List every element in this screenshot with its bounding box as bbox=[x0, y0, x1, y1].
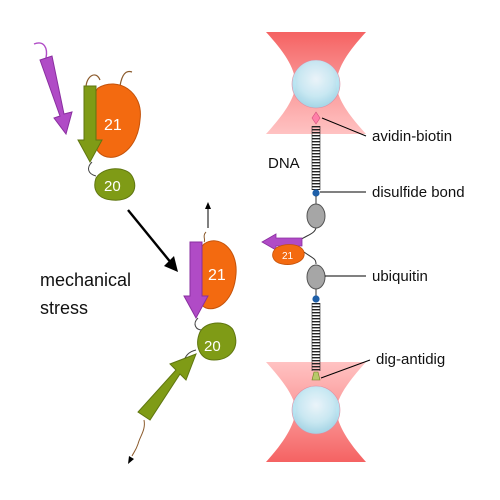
annotations: DNA avidin-biotin disulfide bond ubiquit… bbox=[268, 117, 465, 379]
pull-arrow-up-head bbox=[205, 202, 211, 209]
domain-20-mid bbox=[197, 322, 237, 361]
avidin-biotin-link bbox=[311, 111, 321, 125]
bead-top bbox=[291, 59, 341, 109]
ubiquitin-upper bbox=[306, 203, 326, 229]
tether-construct: 21 bbox=[261, 111, 326, 381]
label-dig-antidig: dig-antidig bbox=[376, 351, 445, 368]
label-mechanical: mechanical bbox=[40, 270, 131, 290]
optical-trap-bottom bbox=[266, 362, 366, 462]
domain-20-top-label: 20 bbox=[104, 178, 121, 195]
domain-20-top bbox=[94, 168, 136, 201]
purple-tail bbox=[33, 42, 48, 59]
pull-arrow-down-head bbox=[128, 456, 134, 464]
dna-handle-upper bbox=[312, 126, 320, 190]
domain-21-small bbox=[272, 244, 305, 265]
linker-mid bbox=[194, 317, 203, 331]
ubiquitin-lower bbox=[306, 264, 326, 290]
label-disulfide-bond: disulfide bond bbox=[372, 184, 465, 201]
top-loop-left bbox=[85, 74, 101, 89]
leader-avidin-biotin bbox=[321, 117, 367, 137]
disulfide-dot-lower bbox=[312, 295, 320, 303]
domain-21-mid-label: 21 bbox=[208, 267, 226, 284]
transition-arrow bbox=[127, 209, 178, 272]
label-dna: DNA bbox=[268, 155, 300, 172]
bottom-tether bbox=[131, 419, 145, 457]
top-tether bbox=[203, 231, 207, 243]
leader-dig-antidig bbox=[320, 359, 371, 379]
label-avidin-biotin: avidin-biotin bbox=[372, 128, 452, 145]
domain-21-small-label: 21 bbox=[282, 251, 294, 262]
domain-21-top-label: 21 bbox=[104, 117, 122, 134]
label-stress: stress bbox=[40, 298, 88, 318]
domain-20-mid-label: 20 bbox=[204, 338, 221, 355]
dig-antidig-link bbox=[311, 371, 321, 381]
purple-strand-arrow-top bbox=[39, 55, 73, 136]
bead-bottom bbox=[291, 385, 341, 435]
label-ubiquitin: ubiquitin bbox=[372, 268, 428, 285]
protein-small-link-right bbox=[303, 251, 317, 265]
top-conformation: 21 20 bbox=[33, 42, 141, 201]
disulfide-dot-upper bbox=[312, 189, 320, 197]
linker-top bbox=[88, 161, 97, 177]
dna-handle-lower bbox=[312, 303, 320, 371]
purple-strand-arrow-mid bbox=[183, 241, 209, 320]
top-loop-right bbox=[119, 70, 133, 87]
olive-strand-arrow-mid bbox=[137, 353, 197, 421]
stretched-conformation: 21 20 bbox=[128, 202, 237, 464]
olive-strand-arrow-top bbox=[77, 85, 103, 164]
optical-trap-top bbox=[266, 32, 366, 134]
